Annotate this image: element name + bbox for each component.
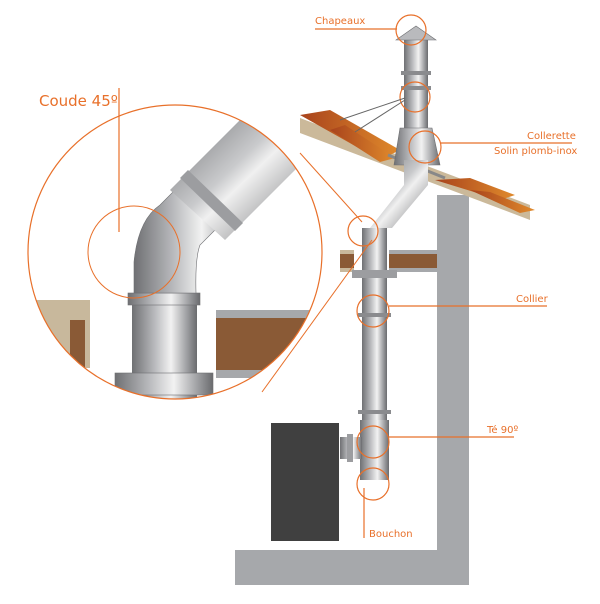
callouts — [315, 14, 572, 538]
label-solin-plomb-inox: Solin plomb-inox — [494, 146, 578, 157]
building-wall — [235, 195, 469, 585]
label-te-90: Té 90º — [487, 425, 519, 436]
label-coude-45: Coude 45º — [39, 92, 118, 110]
label-bouchon: Bouchon — [369, 529, 413, 540]
ceiling-beam — [340, 250, 437, 272]
label-chapeaux: Chapeaux — [315, 16, 366, 27]
label-collier: Collier — [516, 294, 548, 305]
label-collerette: Collerette — [527, 131, 576, 142]
stove — [271, 423, 339, 541]
